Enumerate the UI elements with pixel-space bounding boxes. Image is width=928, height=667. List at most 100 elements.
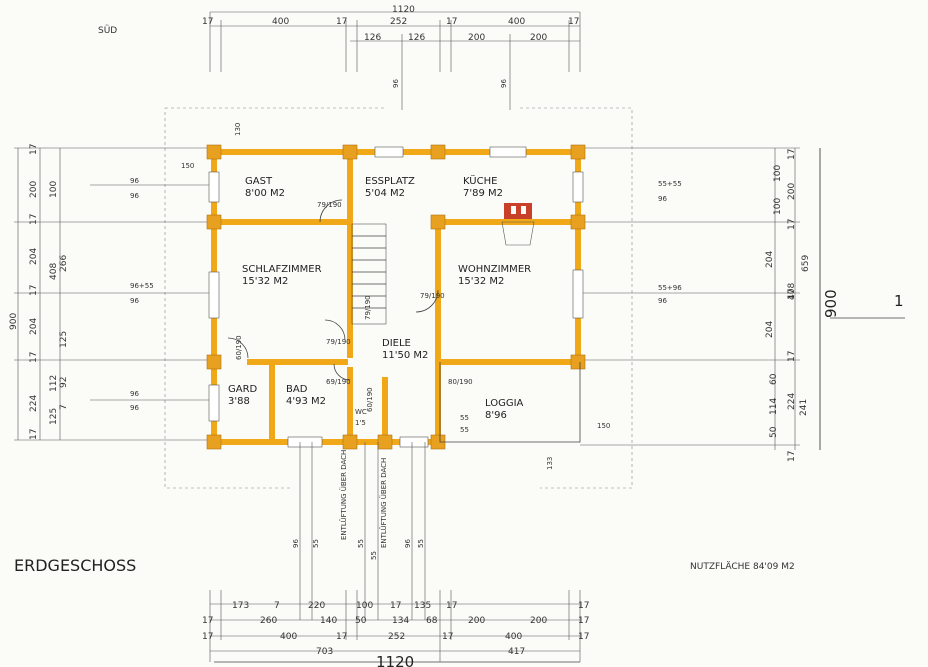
windows xyxy=(208,146,584,448)
bottom-dim: 200 xyxy=(468,616,485,626)
left-width-dim: 96 xyxy=(130,192,139,200)
top-dim: 200 xyxy=(530,33,547,43)
room-area-loggia: 8'96 xyxy=(485,410,507,421)
room-area-garo: 3'88 xyxy=(228,396,250,407)
left-dim: 224 xyxy=(29,395,39,412)
bottom-height-dim: 96 xyxy=(404,539,412,548)
vent-label: ENTLÜFTUNG ÜBER DACH xyxy=(379,458,388,548)
left-width-dim: 96+55 xyxy=(130,282,154,290)
usable-area: NUTZFLÄCHE 84'09 M2 xyxy=(690,561,795,572)
chimney xyxy=(501,203,535,246)
top-dimensions: 1120 17 400 17 252 17 400 17 126 126 200… xyxy=(202,5,581,110)
orientation-label: SÜD xyxy=(98,25,117,36)
right-width-dim: 96 xyxy=(658,195,667,203)
right-dim: 17 xyxy=(787,351,797,362)
bottom-dim: 703 xyxy=(316,647,333,657)
bottom-dim: 68 xyxy=(426,616,438,626)
left-dim: 200 xyxy=(29,181,39,198)
room-area-bad: 4'93 M2 xyxy=(286,396,326,407)
bottom-dim: 7 xyxy=(274,601,280,611)
room-name-bad: BAD xyxy=(286,384,308,395)
room-area-essplatz: 5'04 M2 xyxy=(365,188,405,199)
bottom-dim: 173 xyxy=(232,601,249,611)
bottom-dim: 17 xyxy=(578,601,589,611)
right-dim: 17 xyxy=(787,219,797,230)
door-label: 79/190 xyxy=(317,201,342,209)
right-width-dim: 55+55 xyxy=(658,180,682,188)
right-dim: 224 xyxy=(787,393,797,410)
wall-posts xyxy=(206,144,586,450)
bottom-dim: 400 xyxy=(280,632,297,642)
bottom-dim: 17 xyxy=(390,601,401,611)
room-area-diele: 11'50 M2 xyxy=(382,350,428,361)
bottom-dim: 200 xyxy=(530,616,547,626)
room-name-wc: WC xyxy=(355,408,367,416)
room-name-diele: DIELE xyxy=(382,338,411,349)
left-dim: 266 xyxy=(59,255,69,272)
left-dimensions: 900 17 200 17 204 17 204 17 224 17 100 4… xyxy=(9,123,242,441)
bottom-overall-dim: 1120 xyxy=(376,653,414,667)
left-dim: 17 xyxy=(29,214,39,225)
bottom-dim: 260 xyxy=(260,616,277,626)
bottom-dimensions: 173 7 220 100 17 135 17 17 17 260 140 50… xyxy=(202,590,589,667)
room-name-loggia: LOGGIA xyxy=(485,398,524,409)
right-dim: 17 xyxy=(787,289,797,300)
right-dim: 100 xyxy=(773,165,783,182)
right-dim: 17 xyxy=(787,149,797,160)
bottom-height-dim: 55 xyxy=(312,539,320,548)
top-overall-dim: 1120 xyxy=(392,5,415,15)
right-dim: 200 xyxy=(787,183,797,200)
door-label: 79/190 xyxy=(326,338,351,346)
room-area-gast: 8'00 M2 xyxy=(245,188,285,199)
left-width-dim: 96 xyxy=(130,297,139,305)
door-label: 60/190 xyxy=(366,387,374,412)
right-width-dim: 55+96 xyxy=(658,284,682,292)
top-dim: 126 xyxy=(408,33,425,43)
right-overall-dim: 900 xyxy=(822,289,840,318)
bottom-dim: 17 xyxy=(442,632,453,642)
room-name-gast: GAST xyxy=(245,176,273,187)
room-area-kueche: 7'89 M2 xyxy=(463,188,503,199)
bottom-dim: 135 xyxy=(414,601,431,611)
top-dim: 400 xyxy=(272,17,289,27)
bottom-height-dim: 96 xyxy=(292,539,300,548)
room-area-wc: 1'5 xyxy=(355,419,366,427)
door-label: 69/190 xyxy=(326,378,351,386)
right-dim: 114 xyxy=(769,398,779,415)
left-width-dim: 96 xyxy=(130,404,139,412)
right-dim: 60 xyxy=(769,373,779,385)
bottom-dim: 17 xyxy=(202,632,213,642)
right-dim: 659 xyxy=(801,255,811,272)
left-overall-dim: 900 xyxy=(9,313,19,330)
vent-label: ENTLÜFTUNG ÜBER DACH xyxy=(339,450,348,540)
bottom-dim: 400 xyxy=(505,632,522,642)
bottom-dim: 17 xyxy=(336,632,347,642)
bottom-height-dim: 55 xyxy=(417,539,425,548)
door-label: 80/190 xyxy=(448,378,473,386)
room-area-schlafzimmer: 15'32 M2 xyxy=(242,276,288,287)
top-dim: 200 xyxy=(468,33,485,43)
top-dim: 17 xyxy=(202,17,213,27)
bottom-dim: 417 xyxy=(508,647,525,657)
top-dim: 400 xyxy=(508,17,525,27)
left-dim: 125 xyxy=(49,408,59,425)
right-dim: 50 xyxy=(769,426,779,438)
room-name-wohnzimmer: WOHNZIMMER xyxy=(458,264,531,275)
room-name-essplatz: ESSPLATZ xyxy=(365,176,415,187)
bottom-dim: 140 xyxy=(320,616,337,626)
floor-title: ERDGESCHOSS xyxy=(14,556,136,575)
room-name-schlafzimmer: SCHLAFZIMMER xyxy=(242,264,322,275)
room-area-wohnzimmer: 15'32 M2 xyxy=(458,276,504,287)
top-dim: 17 xyxy=(446,17,457,27)
left-width-dim: 150 xyxy=(181,162,194,170)
left-width-dim: 130 xyxy=(234,123,242,136)
left-dim: 112 xyxy=(49,375,59,392)
top-dim: 17 xyxy=(568,17,579,27)
right-dim: 17 xyxy=(787,451,797,462)
right-width-dim: 55 xyxy=(460,426,469,434)
right-dim: 241 xyxy=(799,399,809,416)
room-name-kueche: KÜCHE xyxy=(463,174,497,187)
top-dim: 252 xyxy=(390,17,407,27)
left-dim: 7 xyxy=(59,404,69,410)
